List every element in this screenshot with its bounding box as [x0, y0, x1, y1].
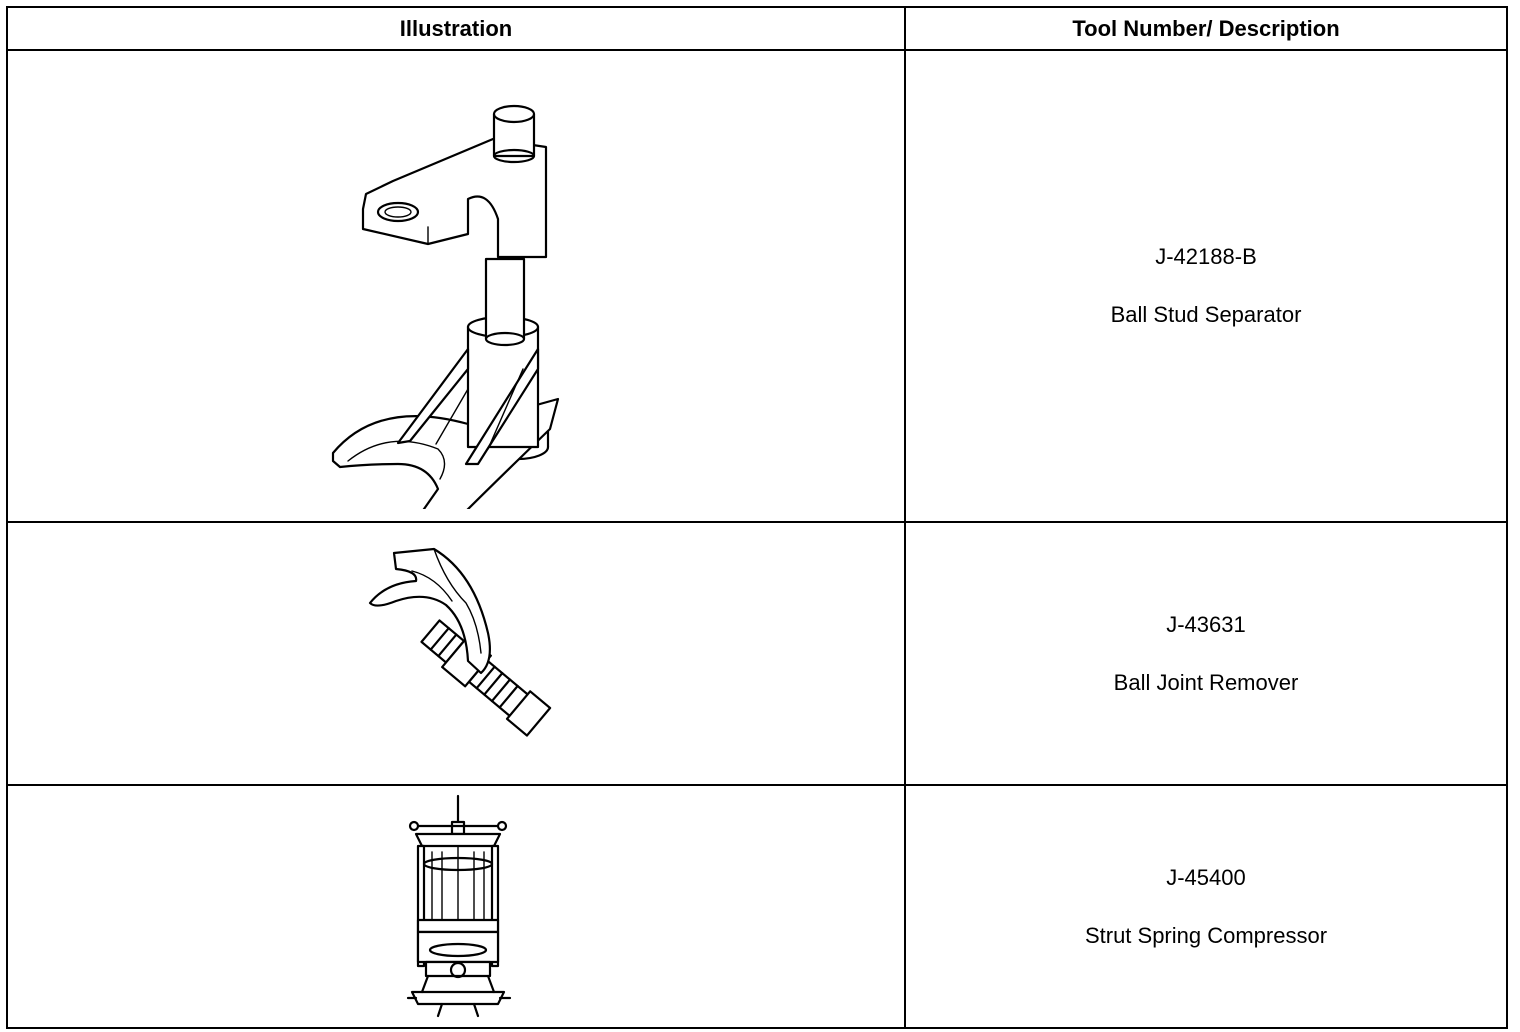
header-row: Illustration Tool Number/ Description — [6, 6, 1508, 51]
strut-spring-compressor-illustration — [406, 794, 512, 1018]
table-row: J-45400 Strut Spring Compressor — [6, 784, 1508, 1029]
tool-number: J-45400 — [1166, 864, 1246, 890]
tools-table: Illustration Tool Number/ Description — [6, 6, 1508, 1029]
tool-description: Strut Spring Compressor — [1084, 922, 1328, 948]
ball-joint-remover-illustration — [368, 547, 552, 737]
illustration-cell — [6, 49, 906, 523]
header-tool-description: Tool Number/ Description — [904, 6, 1508, 51]
description-cell: J-43631 Ball Joint Remover — [904, 521, 1508, 786]
header-illustration: Illustration — [6, 6, 906, 51]
tool-number: J-43631 — [1166, 611, 1246, 637]
illustration-cell — [6, 521, 906, 786]
tool-description: Ball Stud Separator — [1110, 302, 1302, 327]
description-cell: J-42188-B Ball Stud Separator — [904, 49, 1508, 523]
tool-number: J-42188-B — [1155, 244, 1257, 269]
tool-description: Ball Joint Remover — [1113, 669, 1299, 695]
description-cell: J-45400 Strut Spring Compressor — [904, 784, 1508, 1029]
illustration-cell — [6, 784, 906, 1029]
table-row: J-42188-B Ball Stud Separator — [6, 49, 1508, 523]
ball-stud-separator-illustration — [331, 104, 560, 509]
table-row: J-43631 Ball Joint Remover — [6, 521, 1508, 786]
